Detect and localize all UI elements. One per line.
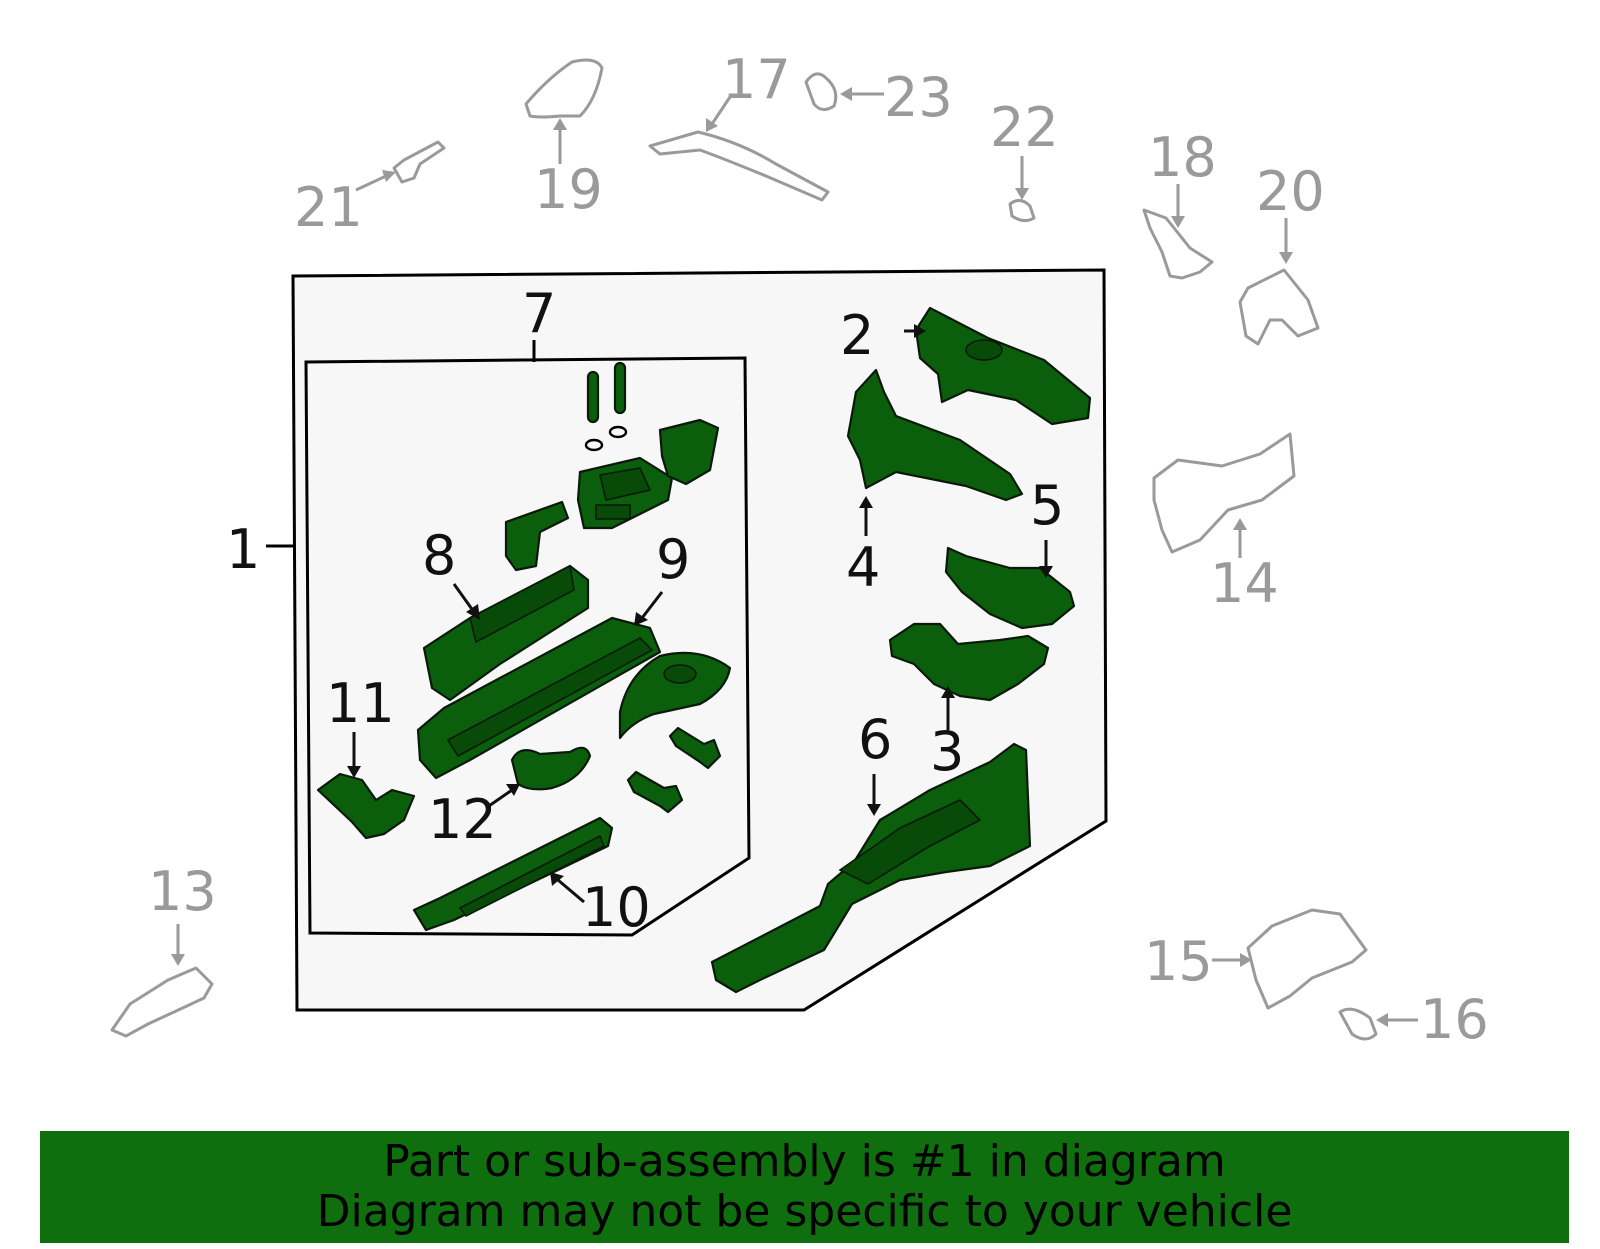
part-15-ghost <box>1246 908 1368 1010</box>
part-14-ghost <box>1152 432 1296 554</box>
callout-17: 17 <box>722 48 791 111</box>
part-22-ghost <box>1008 199 1036 223</box>
part-2 <box>914 306 1092 426</box>
part-13-ghost <box>110 966 214 1038</box>
part-17-ghost <box>648 130 830 202</box>
part-10-rail <box>412 816 614 932</box>
callout-2: 2 <box>840 304 874 367</box>
callout-11: 11 <box>326 672 395 735</box>
callout-14: 14 <box>1210 552 1279 615</box>
callout-9: 9 <box>656 528 690 591</box>
callout-3: 3 <box>930 720 964 783</box>
info-banner: Part or sub-assembly is #1 in diagram Di… <box>40 1131 1569 1243</box>
callout-18: 18 <box>1148 126 1217 189</box>
part-18-ghost <box>1142 208 1214 280</box>
part-6 <box>710 742 1032 994</box>
parts-diagram: 1 2 3 4 5 6 7 8 9 10 11 12 13 14 15 16 1… <box>110 48 1489 1051</box>
banner-line-1: Part or sub-assembly is #1 in diagram <box>383 1136 1226 1187</box>
callout-1: 1 <box>226 518 260 581</box>
callout-6: 6 <box>858 708 892 771</box>
callout-16: 16 <box>1420 988 1489 1051</box>
part-3 <box>888 622 1050 702</box>
banner-line-2: Diagram may not be specific to your vehi… <box>316 1186 1293 1237</box>
callout-12: 12 <box>428 788 497 851</box>
callout-5: 5 <box>1030 474 1064 537</box>
callout-8: 8 <box>422 524 456 587</box>
callout-23: 23 <box>884 66 953 129</box>
callout-13: 13 <box>148 860 217 923</box>
callout-22: 22 <box>990 96 1059 159</box>
callout-20: 20 <box>1256 160 1325 223</box>
callout-7: 7 <box>522 282 556 345</box>
stud-bolts <box>584 361 628 452</box>
part-20-ghost <box>1238 268 1320 346</box>
part-5 <box>944 546 1076 630</box>
spring-seat <box>618 651 732 740</box>
callout-15: 15 <box>1144 930 1213 993</box>
part-19-ghost <box>524 58 604 119</box>
part-16-ghost <box>1338 1007 1378 1041</box>
part-23-ghost <box>804 72 838 111</box>
leader-arrows <box>171 87 1418 1027</box>
callout-19: 19 <box>534 158 603 221</box>
part-9-rail <box>416 616 662 780</box>
part-21-ghost <box>392 140 446 184</box>
part-12-bracket <box>510 746 592 791</box>
callout-10: 10 <box>582 876 651 939</box>
part-8-rail <box>422 564 590 702</box>
callout-21: 21 <box>294 176 363 239</box>
part-11-bracket <box>316 772 416 840</box>
bolts <box>626 726 722 814</box>
callout-4: 4 <box>846 536 880 599</box>
part-4 <box>846 368 1024 502</box>
engine-mount-bracket <box>504 418 720 572</box>
